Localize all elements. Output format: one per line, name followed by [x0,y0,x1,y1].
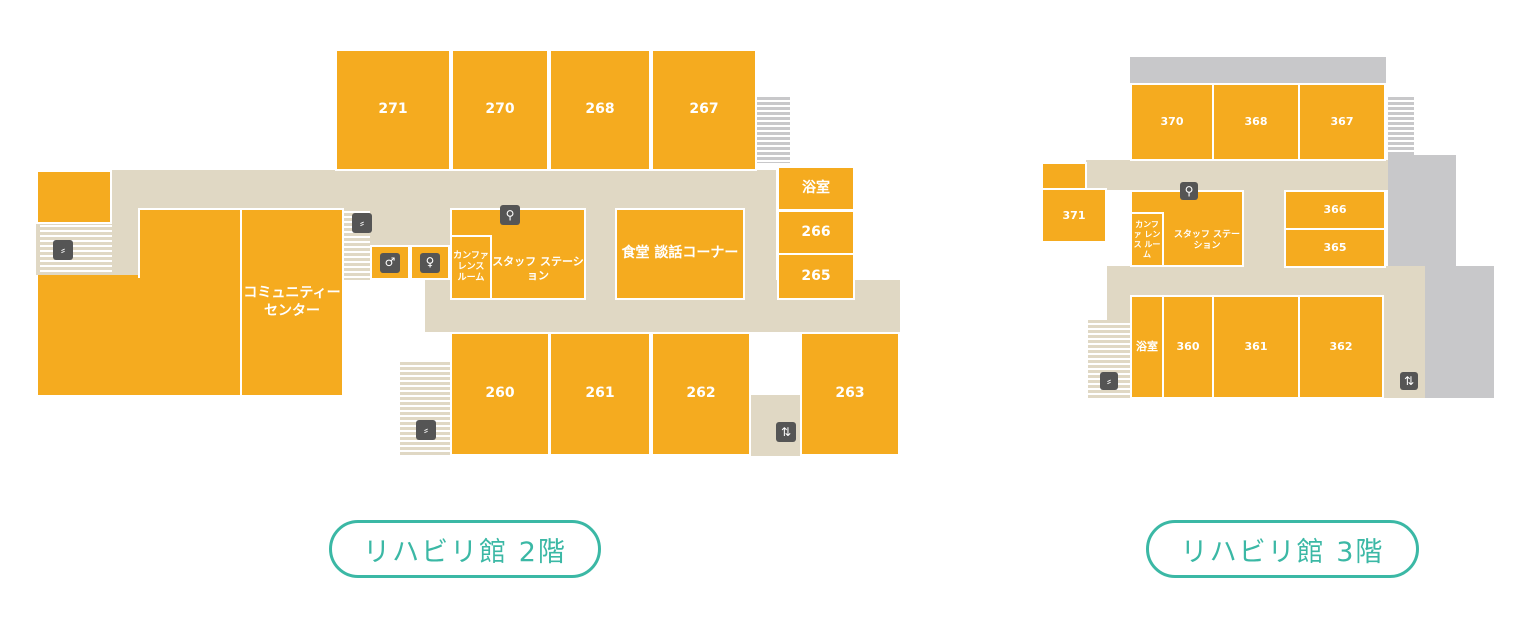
room-361: 361 [1212,295,1300,399]
room-block [1041,162,1087,190]
stairs [400,362,450,456]
room-368: 368 [1212,83,1300,161]
room-365: 365 [1284,228,1386,268]
toilet-icon: ♂ [380,252,400,273]
toilet-icon: ⚲ [500,205,520,225]
room-266: 266 [777,210,855,255]
room-267: 267 [651,49,757,171]
room-360: 360 [1162,295,1214,399]
floor-2-label[interactable]: リハビリ館 2階 [329,520,601,578]
elevator-icon: ⇅ [776,422,796,442]
room-block [36,170,112,224]
room-265: 265 [777,253,855,300]
room-270: 270 [451,49,549,171]
toilet-icon: ♀ [420,252,440,273]
elevator-icon: ⇅ [1400,372,1418,390]
room-370: 370 [1130,83,1214,161]
restroom-men: ♂ [370,245,410,280]
stairs [40,222,112,272]
conference-room: カンファ レンス ルーム [1130,212,1164,267]
room-362: 362 [1298,295,1384,399]
stairs-icon: ⸗ [352,213,372,233]
stairs-icon: ⸗ [416,420,436,440]
room-271: 271 [335,49,451,171]
corridor [1107,266,1425,296]
stairs-icon: ⸗ [53,240,73,260]
bathroom: 浴室 [777,166,855,211]
room-268: 268 [549,49,651,171]
room-260: 260 [450,332,550,456]
room-366: 366 [1284,190,1386,230]
conference-room: カンファ レンス ルーム [450,235,492,300]
staff-station-label: スタッフ ステーション [492,255,584,282]
roof-area [1130,57,1386,83]
floor-3-label[interactable]: リハビリ館 3階 [1146,520,1419,578]
room-block [138,208,242,278]
dining-lounge: 食堂 談話コーナー [615,208,745,300]
gray-area [1425,266,1494,398]
staff-station-label: スタッフ ステーション [1173,229,1241,251]
room-263: 263 [800,332,900,456]
room-block [36,275,242,397]
corridor [1243,190,1285,270]
community-center: コミュニティー センター [240,208,344,397]
room-261: 261 [549,332,651,456]
stairs-icon: ⸗ [1100,372,1118,390]
room-367: 367 [1298,83,1386,161]
corridor [1107,295,1130,325]
room-262: 262 [651,332,751,456]
room-371: 371 [1041,188,1107,243]
stairs [757,97,790,163]
restroom-women: ♀ [410,245,450,280]
toilet-icon: ⚲ [1180,182,1198,200]
stairs [1388,97,1414,157]
corridor [1086,160,1388,190]
bathroom: 浴室 [1130,295,1164,399]
